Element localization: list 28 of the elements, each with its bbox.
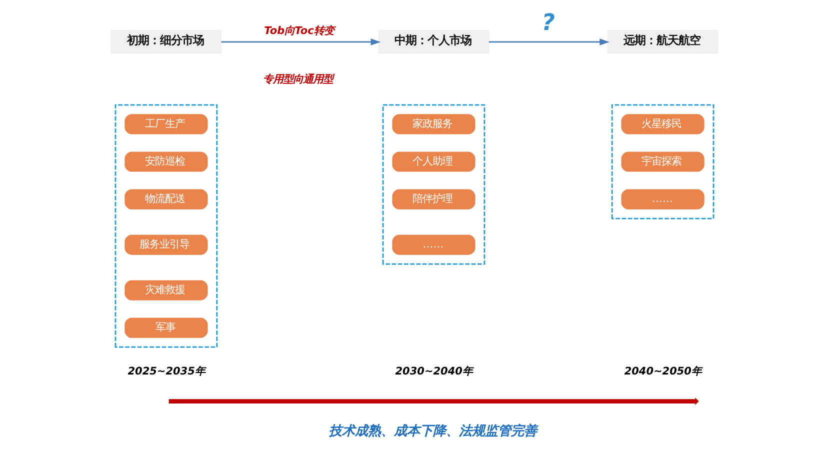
node-box: 家政服务 [392, 114, 476, 134]
edge-label: Tob向Toc转变 [264, 25, 334, 38]
cluster [114, 104, 218, 348]
label: 2030~2040年 [395, 365, 472, 378]
node-box: 个人助理 [392, 152, 476, 172]
cluster [611, 104, 714, 220]
label: 2040~2050年 [624, 365, 702, 378]
label: 2025~2035年 [128, 365, 205, 378]
node-box: …… [392, 234, 476, 255]
label: 专用型向通用型 [262, 73, 333, 86]
node-box: 安防巡检 [124, 152, 208, 172]
node-box: …… [621, 189, 704, 210]
node-box: 远期：航天航空 [607, 30, 718, 54]
cluster [382, 104, 486, 265]
node-box: 火星移民 [621, 114, 704, 134]
node-box: 初期：细分市场 [110, 30, 222, 54]
node-box: 灾难救援 [124, 280, 208, 300]
edge-label: ? [542, 10, 555, 36]
node-box: 物流配送 [124, 189, 208, 210]
node-box: 宇宙探索 [621, 152, 704, 172]
node-box: 中期：个人市场 [378, 30, 490, 54]
arrow [488, 38, 610, 46]
node-box: 服务业引导 [124, 234, 208, 255]
node-box: 陪伴护理 [392, 189, 476, 210]
node-box: 工厂生产 [124, 114, 208, 134]
label: 技术成熟、成本下降、法规监管完善 [328, 424, 537, 439]
node-box: 军事 [124, 318, 208, 338]
arrow [221, 38, 381, 46]
